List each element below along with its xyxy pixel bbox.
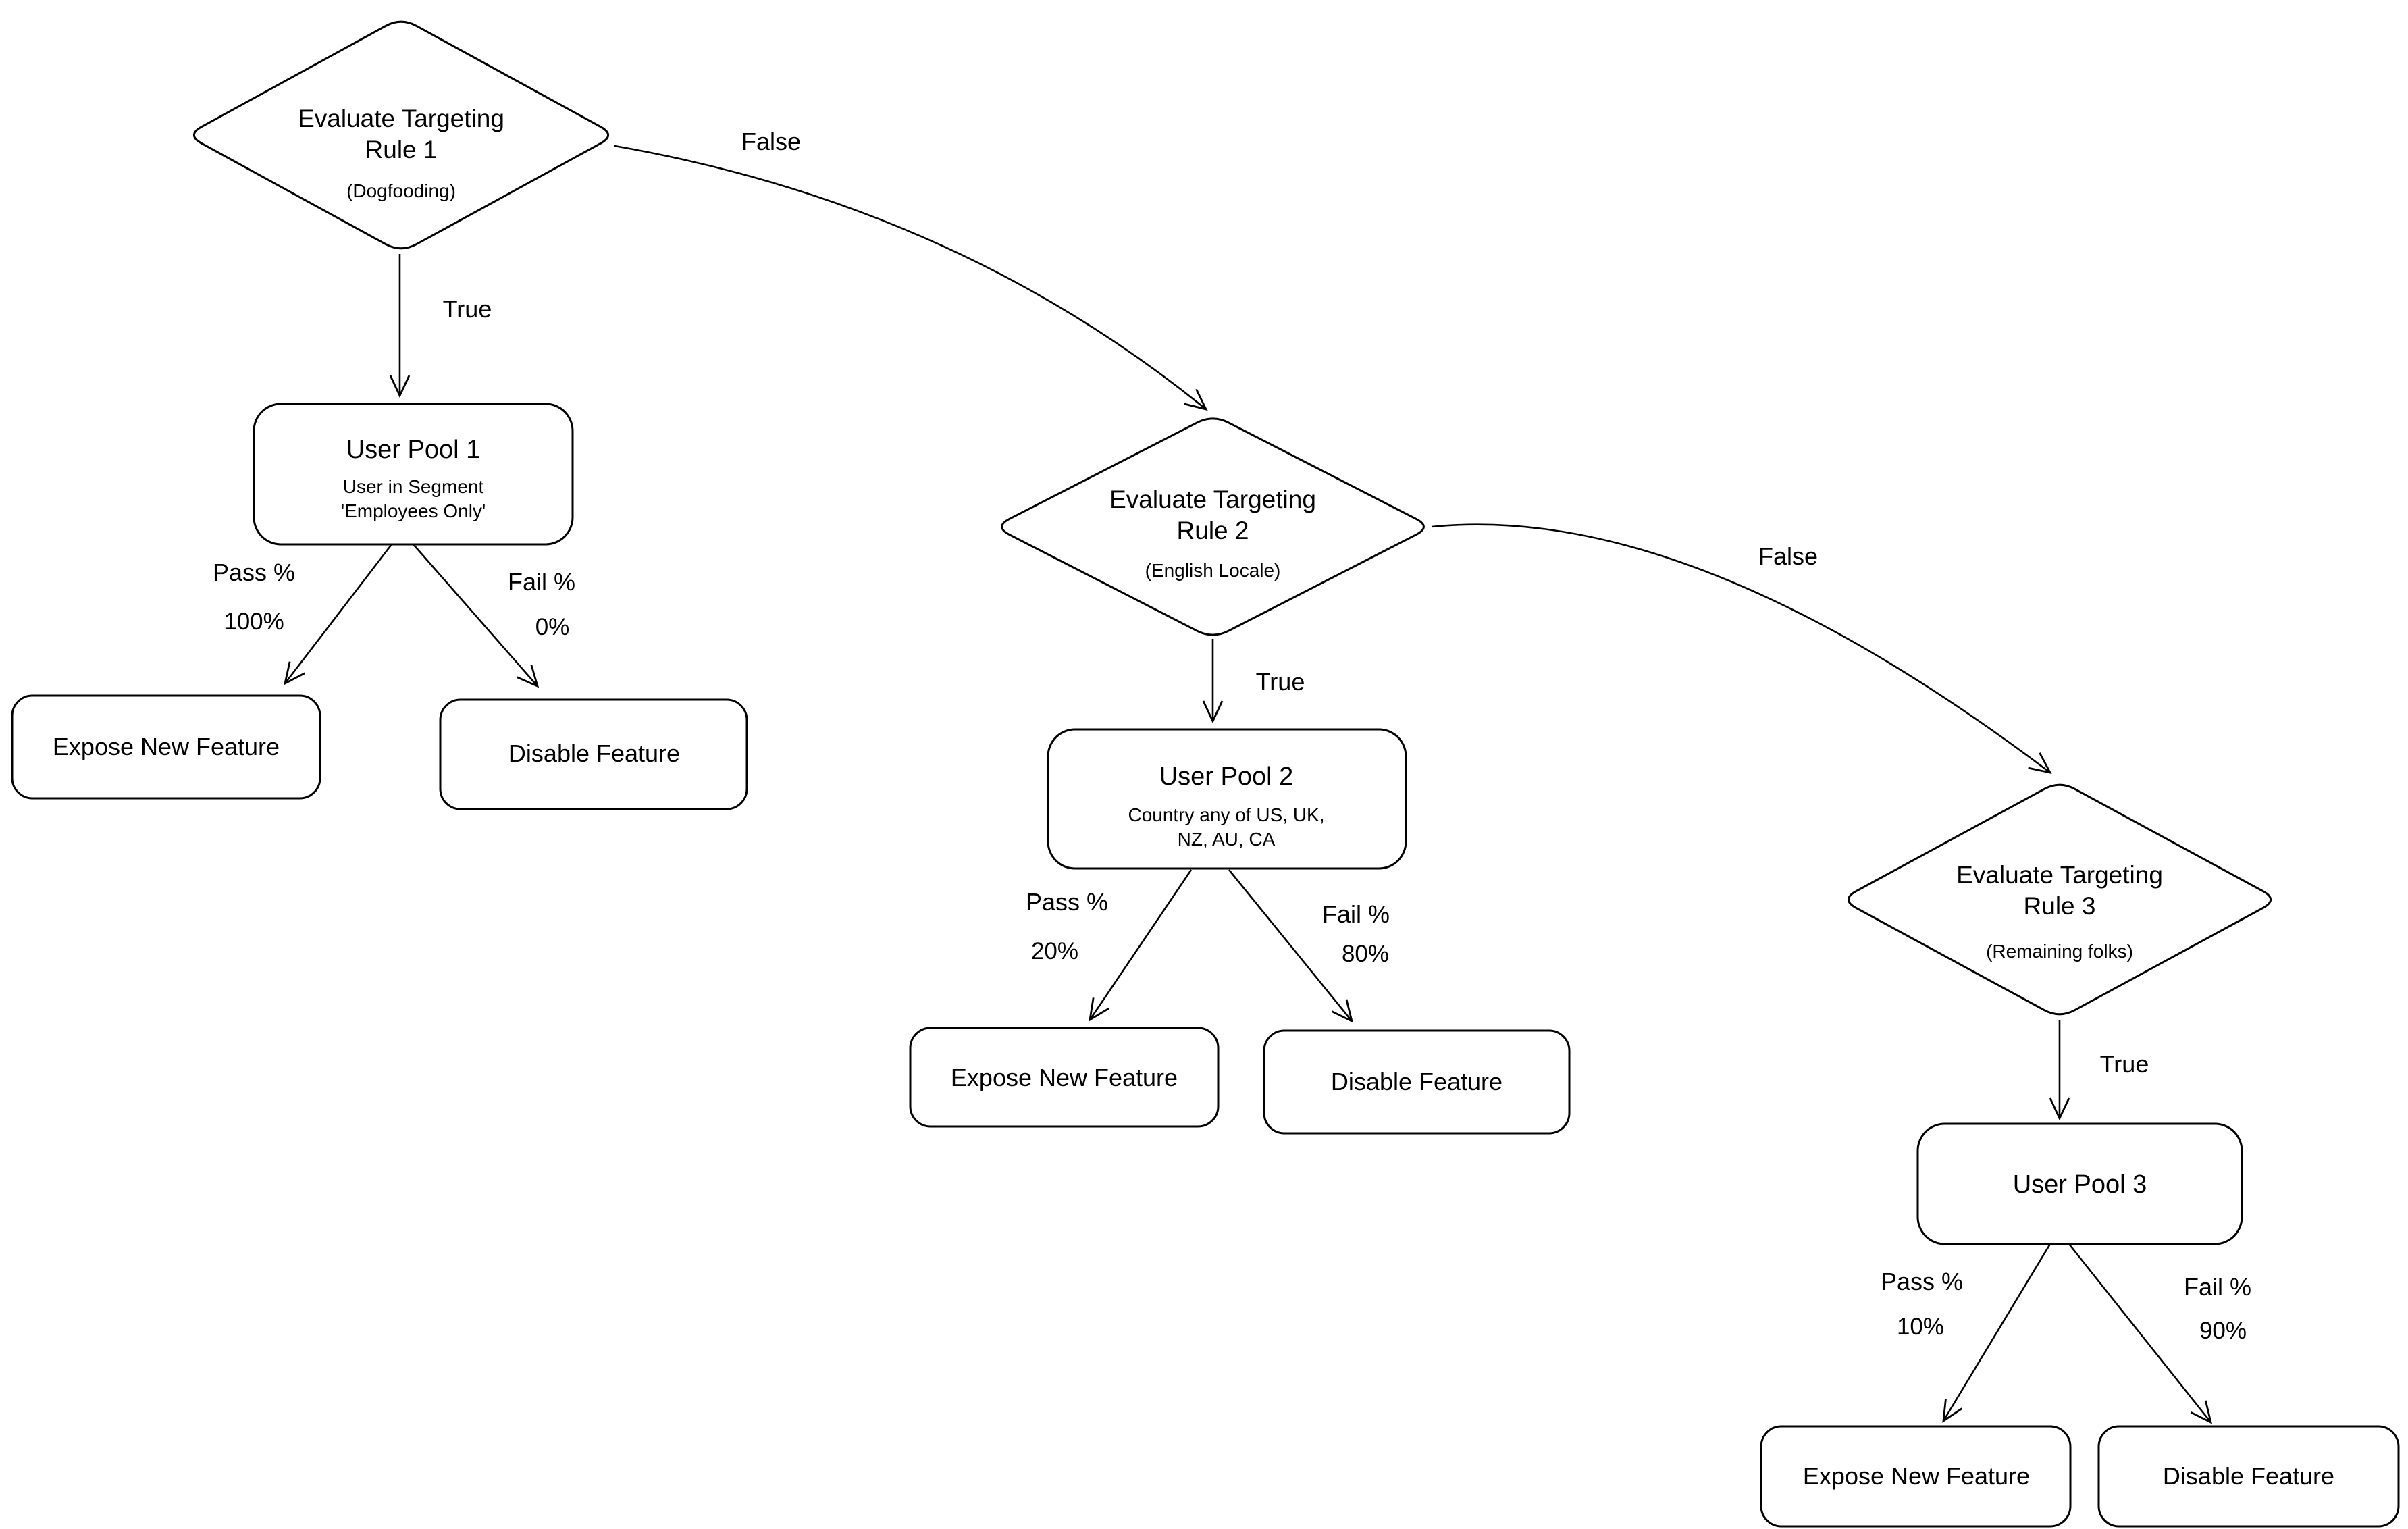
node-user-pool-3-title: User Pool 3 [2013,1170,2147,1199]
edge-label-pool3-pass: Pass % [1881,1268,1963,1295]
edge-value-pool1-pass: 100% [224,608,284,635]
decision-rule-2-note: (English Locale) [1145,560,1281,581]
outcome-expose-1: Expose New Feature [11,694,321,800]
edge-rule2-false [1431,523,2052,774]
edge-pool3-fail [2068,1243,2213,1424]
outcome-disable-2-box [1263,1029,1571,1135]
edge-pool3-pass [1942,1243,2051,1423]
edge-label-pool3-fail: Fail % [2184,1273,2251,1301]
outcome-expose-2: Expose New Feature [909,1027,1220,1128]
edge-rule1-false [614,145,1208,411]
node-user-pool-1-title: User Pool 1 [346,436,481,464]
decision-rule-3-note: (Remaining folks) [1986,941,2133,962]
edge-value-pool1-fail: 0% [535,614,570,640]
edge-label-rule1-true: True [443,295,492,323]
edge-value-pool2-fail: 80% [1342,941,1389,967]
edge-label-rule3-true: True [2100,1050,2149,1078]
node-user-pool-1-sub2: 'Employees Only' [341,500,486,521]
decision-rule-1-title-line1: Evaluate Targeting [298,105,504,132]
node-user-pool-3: User Pool 3 [1916,1122,2243,1245]
outcome-disable-1-label: Disable Feature [508,740,680,767]
edge-pool1-pass [283,544,393,685]
edge-label-pool2-fail: Fail % [1322,900,1390,928]
node-user-pool-1: User Pool 1 User in Segment 'Employees O… [253,403,574,546]
outcome-disable-1-box [439,698,748,810]
decision-rule-1-note: (Dogfooding) [346,180,456,201]
decision-rule-1-shape [192,20,610,250]
edge-value-pool3-pass: 10% [1897,1314,1944,1340]
decision-rule-3-title-line2: Rule 3 [2024,892,2096,920]
outcome-expose-2-label: Expose New Feature [951,1064,1178,1091]
outcome-disable-3: Disable Feature [2097,1425,2400,1528]
decision-rule-1-title-line2: Rule 1 [365,136,438,163]
edge-label-rule1-false: False [741,128,801,155]
node-user-pool-2-sub1: Country any of US, UK, [1128,804,1324,825]
outcome-expose-3: Expose New Feature [1760,1425,2072,1528]
decision-rule-2-title-line2: Rule 2 [1177,517,1249,544]
outcome-expose-3-label: Expose New Feature [1803,1462,2030,1490]
decision-rule-3-title-line1: Evaluate Targeting [1956,861,2163,889]
decision-rule-2: Evaluate Targeting Rule 2 (English Local… [1001,417,1425,636]
node-user-pool-1-sub1: User in Segment [343,476,484,497]
outcome-expose-3-box [1760,1425,2072,1528]
edge-pool2-fail [1228,869,1354,1023]
node-user-pool-2-box [1047,728,1407,870]
outcome-expose-2-box [909,1027,1220,1128]
edge-label-rule2-true: True [1256,668,1305,696]
edge-label-rule2-false: False [1758,542,1818,570]
outcome-expose-1-box [11,694,321,800]
edge-pool1-fail [413,544,540,688]
outcome-disable-3-box [2097,1425,2400,1528]
node-user-pool-2-title: User Pool 2 [1159,762,1294,791]
edge-label-pool1-fail: Fail % [508,568,575,596]
edge-value-pool2-pass: 20% [1031,938,1078,964]
edge-value-pool3-fail: 90% [2199,1318,2247,1344]
decision-rule-2-title-line1: Evaluate Targeting [1109,486,1316,513]
decision-rule-2-shape [1001,417,1425,636]
outcome-disable-2: Disable Feature [1263,1029,1571,1135]
node-user-pool-1-box [253,403,574,546]
node-user-pool-2: User Pool 2 Country any of US, UK, NZ, A… [1047,728,1407,870]
edge-pool2-pass [1089,869,1193,1022]
outcome-disable-2-label: Disable Feature [1331,1068,1502,1095]
decision-rule-3-shape [1847,783,2272,1016]
edges: True False Pass % 100% Fail % 0% True Fa… [213,128,2251,1424]
decision-rule-3: Evaluate Targeting Rule 3 (Remaining fol… [1847,783,2272,1016]
outcome-disable-3-label: Disable Feature [2163,1462,2334,1490]
outcome-expose-1-label: Expose New Feature [53,733,280,760]
decision-rule-1: Evaluate Targeting Rule 1 (Dogfooding) [192,20,610,250]
edge-label-pool1-pass: Pass % [213,559,295,586]
edge-label-pool2-pass: Pass % [1026,888,1108,916]
outcome-disable-1: Disable Feature [439,698,748,810]
node-user-pool-3-box [1916,1122,2243,1245]
node-user-pool-2-sub2: NZ, AU, CA [1178,829,1276,850]
